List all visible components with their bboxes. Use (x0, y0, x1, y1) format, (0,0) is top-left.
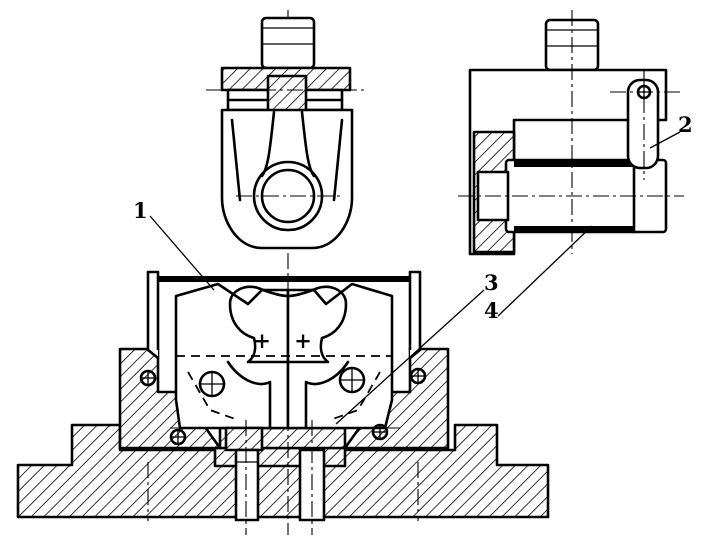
bolt-right-large (338, 366, 366, 394)
callout-2: 2 (649, 112, 693, 149)
callout-4-label: 4 (484, 298, 499, 323)
bolt-left-lower (169, 428, 187, 446)
callout-1: 1 (133, 198, 215, 291)
bolt-right-lower (371, 423, 389, 441)
bolt-left-outer (139, 369, 157, 387)
cross-mark-left: + (253, 328, 271, 353)
callout-3: 3 (335, 270, 499, 425)
workpiece: + + (174, 282, 394, 430)
sheet-guard (146, 270, 422, 360)
callout-2-label: 2 (678, 112, 693, 137)
bolt-right-outer (409, 367, 427, 385)
punch-side-view (458, 10, 684, 256)
callout-4: 4 (484, 225, 593, 323)
punch-front-view (206, 16, 366, 250)
callout-1-label: 1 (133, 198, 148, 223)
cross-mark-right: + (294, 328, 312, 353)
callout-3-label: 3 (484, 270, 499, 295)
